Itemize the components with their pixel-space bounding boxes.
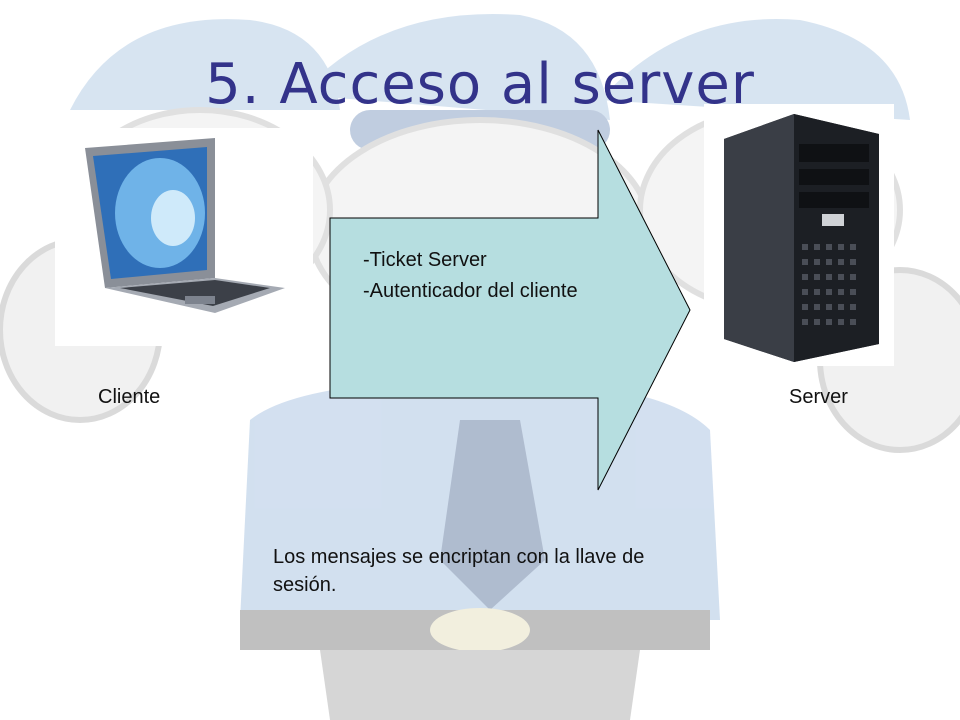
laptop-image <box>55 128 313 346</box>
server-tower-image <box>704 104 894 366</box>
client-label: Cliente <box>98 386 161 408</box>
arrow-item-list: -Ticket Server -Autenticador del cliente <box>363 248 593 310</box>
slide-title: 5. Acceso al server <box>205 52 755 117</box>
arrow-item-autenticador: -Autenticador del cliente <box>363 280 578 302</box>
arrow-item-ticket: -Ticket Server <box>363 249 487 271</box>
server-label: Server <box>789 386 848 408</box>
session-key-note: Los mensajes se encriptan con la llave d… <box>273 546 645 596</box>
